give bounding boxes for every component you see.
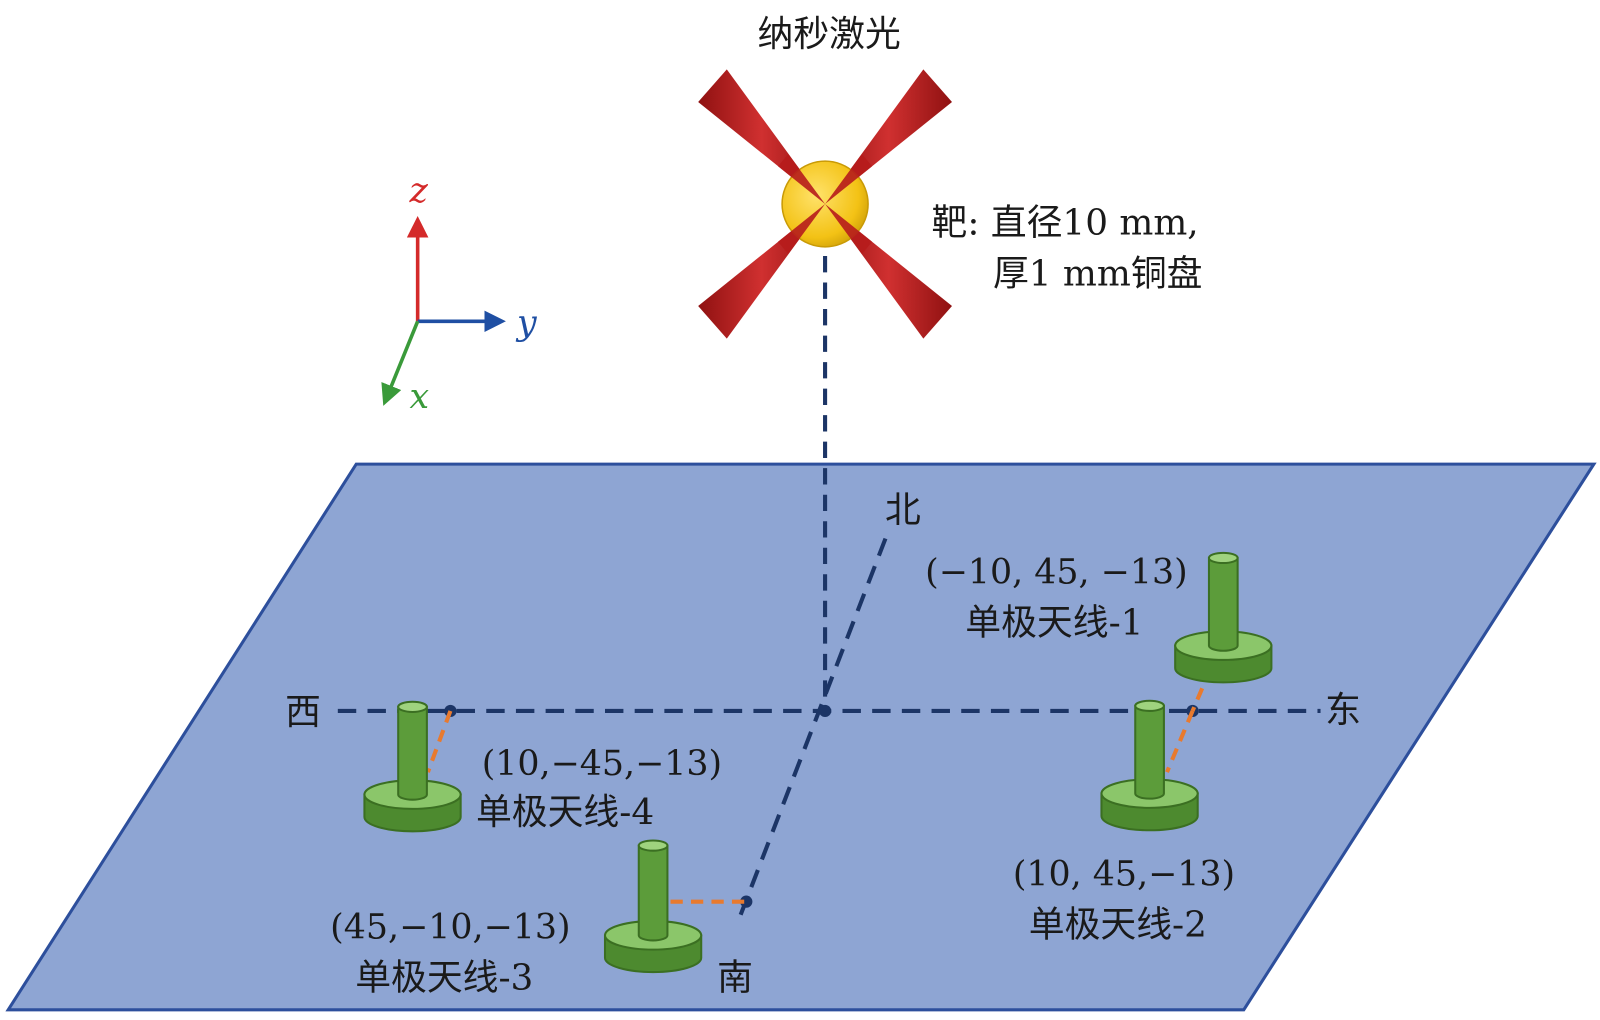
antenna-4-coord: (10,−45,−13) — [482, 744, 722, 784]
laser-title: 纳秒激光 — [758, 14, 901, 55]
compass-east: 东 — [1325, 690, 1361, 731]
antenna-1-name: 单极天线-1 — [965, 602, 1143, 643]
antenna-2-icon — [1100, 699, 1199, 832]
antenna-4-name: 单极天线-4 — [476, 792, 654, 833]
target-label-line1: 靶: 直径10 mm, — [932, 203, 1199, 244]
offset-line-2 — [1165, 710, 1195, 773]
offset-line-4 — [425, 710, 453, 773]
antenna-3-icon — [603, 839, 703, 974]
origin-dot — [818, 704, 832, 718]
antenna-2-name: 单极天线-2 — [1029, 904, 1207, 945]
compass-west: 西 — [285, 692, 321, 733]
antenna-3-coord: (45,−10,−13) — [330, 907, 570, 947]
compass-north: 北 — [885, 490, 921, 531]
x-axis-label: x — [409, 377, 429, 417]
x-axis-arrow — [381, 320, 420, 406]
target-label-line2: 厚1 mm铜盘 — [993, 254, 1203, 295]
ground-plane — [5, 462, 1597, 1012]
compass-south: 南 — [717, 957, 753, 998]
antenna-1-coord: (−10, 45, −13) — [925, 552, 1188, 592]
projection-dot-south — [740, 895, 753, 908]
z-axis-label: z — [408, 171, 428, 211]
antenna-1-icon — [1174, 551, 1273, 684]
coordinate-axes: z y x — [381, 171, 537, 417]
laser-beam-overlay-icon — [777, 154, 873, 254]
antenna-4-icon — [363, 700, 462, 833]
north-south-line — [735, 537, 888, 925]
antenna-2-coord: (10, 45,−13) — [1013, 854, 1235, 894]
y-axis-label: y — [515, 304, 537, 344]
antenna-3-name: 单极天线-3 — [355, 957, 533, 998]
